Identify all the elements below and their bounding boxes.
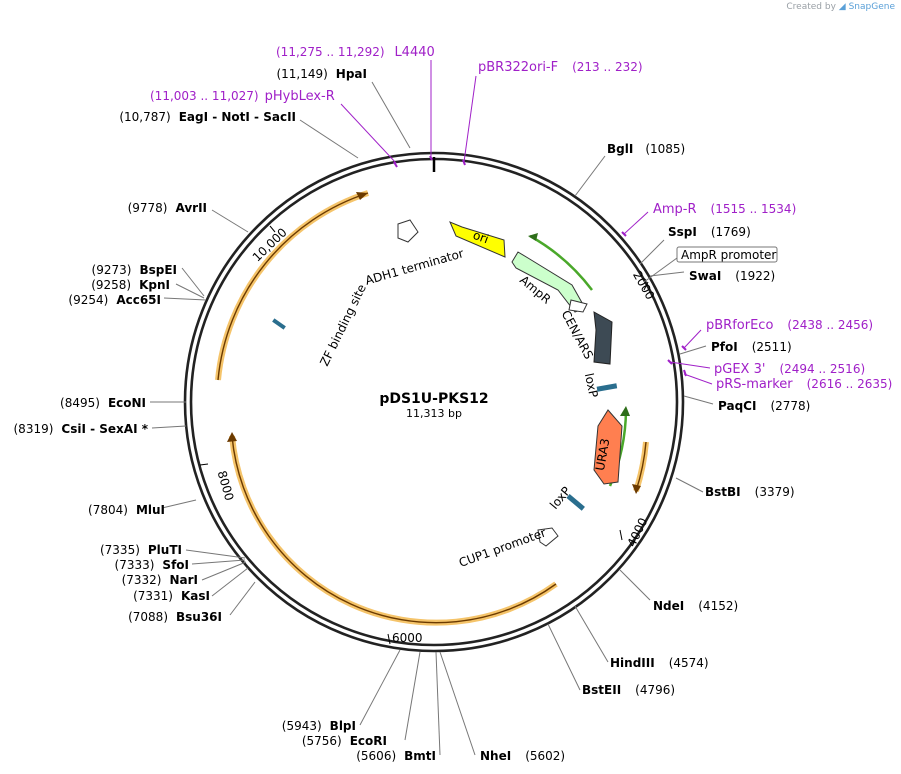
cen-ars-label: CEN/ARS — [559, 308, 596, 362]
site-bgli[interactable]: BglI(1085) — [607, 142, 685, 156]
tick-4000 — [619, 529, 623, 541]
loxp-1-label: loxP — [582, 372, 601, 399]
site-csii-sexai[interactable]: (8319)CsiI - SexAI * — [14, 422, 149, 436]
tick-8000-label: 8000 — [215, 469, 237, 502]
site-bsu36i[interactable]: (7088)Bsu36I — [128, 610, 222, 624]
snapgene-credit: Created by ◢ SnapGene — [786, 2, 895, 12]
site-hpai[interactable]: (11,149)HpaI — [276, 67, 367, 81]
plasmid-name: pDS1U-PKS12 — [379, 391, 488, 407]
primer-prs-marker[interactable]: pRS-marker(2616 .. 2635) — [716, 377, 892, 392]
snapgene-logo: ◢ SnapGene — [838, 2, 895, 12]
primer-l4440[interactable]: (11,275 .. 11,292) L4440 — [276, 45, 435, 60]
tick-10000 — [269, 225, 276, 233]
primer-lines — [340, 60, 713, 385]
site-kpni[interactable]: (9258)KpnI — [91, 278, 170, 292]
ampr-promoter-label: AmpR promoter — [681, 248, 776, 262]
site-swai[interactable]: SwaI(1922) — [689, 269, 775, 283]
site-pluti[interactable]: (7335)PluTI — [100, 543, 182, 557]
site-blpi[interactable]: (5943)BlpI — [282, 719, 356, 733]
ori-feature[interactable] — [449, 221, 506, 258]
loxp-feature-2[interactable] — [566, 494, 585, 511]
adh1-terminator-feature[interactable] — [397, 219, 419, 243]
orf-arc-right-head — [632, 484, 641, 494]
tick-8000 — [199, 463, 209, 466]
site-ndei[interactable]: NdeI(4152) — [653, 599, 738, 613]
orf-arc-large — [215, 190, 369, 381]
site-nari[interactable]: (7332)NarI — [122, 573, 198, 587]
site-eagi-noti-sacii[interactable]: (10,787)EagI - NotI - SacII — [119, 110, 296, 124]
site-lines — [150, 81, 714, 756]
ura3-feature[interactable] — [593, 409, 623, 485]
loxp-feature-1[interactable] — [596, 383, 618, 392]
site-pfoi[interactable]: PfoI(2511) — [711, 340, 792, 354]
credit-prefix: Created by — [786, 2, 836, 12]
adh1-label: ADH1 terminator — [364, 246, 466, 288]
site-sfoi[interactable]: (7333)SfoI — [115, 558, 189, 572]
orf-arc-bottom-core — [231, 435, 557, 624]
site-acc65i[interactable]: (9254)Acc65I — [68, 293, 161, 307]
ampr-promoter-label-box — [676, 246, 778, 263]
cup1-promoter-feature[interactable] — [537, 527, 559, 547]
zf-binding-feature[interactable] — [272, 318, 286, 330]
site-bsteii[interactable]: BstEII(4796) — [582, 683, 675, 697]
tick-2000 — [643, 281, 649, 291]
site-sspi[interactable]: SspI(1769) — [668, 225, 751, 239]
cup1-label: CUP1 promoter — [457, 525, 548, 569]
site-mlui[interactable]: (7804)MluI — [88, 503, 165, 517]
site-bstbi[interactable]: BstBI(3379) — [705, 485, 795, 499]
site-hindiii[interactable]: HindIII(4574) — [610, 656, 709, 670]
ampr-promoter-feature[interactable] — [568, 299, 588, 313]
site-nhei[interactable]: NheI(5602) — [480, 749, 565, 763]
ura3-label: URA3 — [593, 437, 612, 471]
primer-pbr322ori-f[interactable]: pBR322ori-F(213 .. 232) — [478, 60, 643, 75]
plasmid-length: 11,313 bp — [406, 407, 462, 420]
cen-ars-feature[interactable] — [593, 311, 613, 365]
primer-pbrforeco[interactable]: pBRforEco(2438 .. 2456) — [706, 318, 873, 333]
primer-marks — [393, 155, 687, 377]
tick-6000-label: 6000 — [392, 631, 423, 645]
orf-arc-large-core — [217, 192, 369, 381]
primer-amp-r[interactable]: Amp-R(1515 .. 1534) — [653, 202, 796, 217]
primer-pgex3[interactable]: pGEX 3'(2494 .. 2516) — [714, 362, 865, 377]
ura3-green-arc-head — [620, 406, 630, 416]
orf-arc-bottom — [229, 435, 558, 626]
site-kasi[interactable]: (7331)KasI — [133, 589, 210, 603]
site-econi[interactable]: (8495)EcoNI — [60, 396, 146, 410]
site-ecori[interactable]: (5756)EcoRI — [302, 734, 387, 748]
tick-6000 — [387, 633, 391, 645]
site-bspei[interactable]: (9273)BspEI — [92, 263, 177, 277]
primer-phyblex-r[interactable]: (11,003 .. 11,027)pHybLex-R — [150, 89, 335, 104]
site-paqci[interactable]: PaqCI(2778) — [718, 399, 810, 413]
credit-brand: SnapGene — [848, 2, 895, 12]
site-avrii[interactable]: (9778)AvrII — [128, 201, 207, 215]
orf-arc-large-head — [356, 192, 368, 200]
orf-arc-right — [633, 441, 649, 492]
zf-label: ZF binding site — [317, 282, 369, 368]
ori-label: ori — [471, 228, 490, 246]
ampr-green-arc-head — [528, 233, 538, 241]
orf-arc-bottom-head — [227, 432, 237, 442]
site-bmti[interactable]: (5606)BmtI — [356, 749, 436, 763]
ampr-feature[interactable] — [511, 251, 586, 313]
ampr-promoter-leader — [643, 257, 678, 283]
